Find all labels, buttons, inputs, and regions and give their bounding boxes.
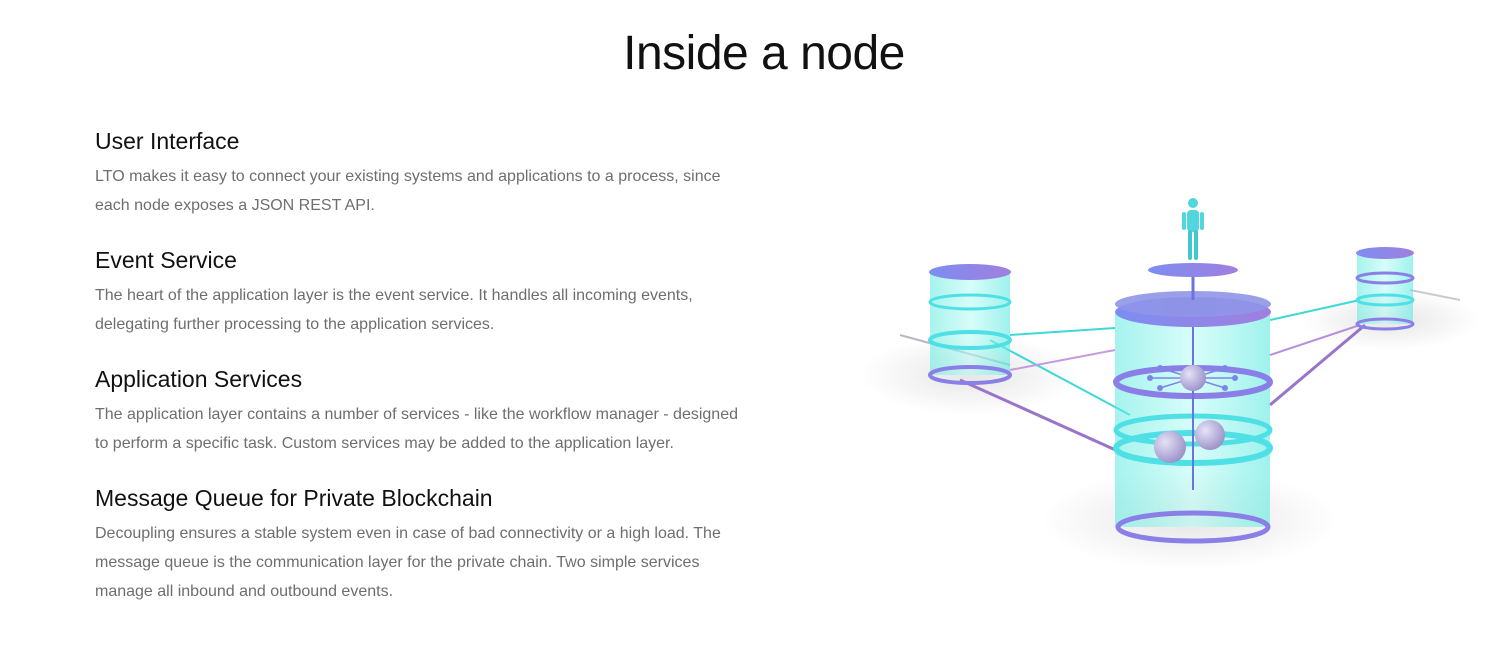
service-sphere <box>1195 420 1225 450</box>
link-line <box>1009 349 1116 371</box>
link-line <box>1409 289 1461 301</box>
feature-description: The application layer contains a number … <box>95 406 738 452</box>
feature-description: Decoupling ensures a stable system even … <box>95 525 721 600</box>
feature-title: Application Services <box>95 366 303 392</box>
feature-description: LTO makes it easy to connect your existi… <box>95 168 721 214</box>
center-node-cylinder <box>1113 270 1273 544</box>
left-node-cylinder <box>928 264 1012 385</box>
feature-application-services: Application Services The application lay… <box>95 362 755 458</box>
link-line <box>1009 327 1116 336</box>
feature-title: Event Service <box>95 247 237 273</box>
service-sphere <box>1154 431 1186 463</box>
feature-event-service: Event Service The heart of the applicati… <box>95 243 755 339</box>
page-title: Inside a node <box>623 27 905 80</box>
link-line <box>959 378 1121 454</box>
link-line <box>989 339 1131 416</box>
link-line <box>1269 324 1361 356</box>
feature-title: User Interface <box>95 128 240 154</box>
feature-message-queue: Message Queue for Private Blockchain Dec… <box>95 481 755 606</box>
feature-title: Message Queue for Private Blockchain <box>95 485 493 511</box>
service-sphere <box>1180 365 1206 391</box>
user-figure-icon <box>1148 198 1238 300</box>
feature-user-interface: User Interface LTO makes it easy to conn… <box>95 124 755 220</box>
right-node-cylinder <box>1355 247 1415 331</box>
feature-description: The heart of the application layer is th… <box>95 287 693 333</box>
link-line <box>1269 299 1361 321</box>
link-line <box>1269 323 1366 407</box>
node-illustration <box>860 198 1480 570</box>
